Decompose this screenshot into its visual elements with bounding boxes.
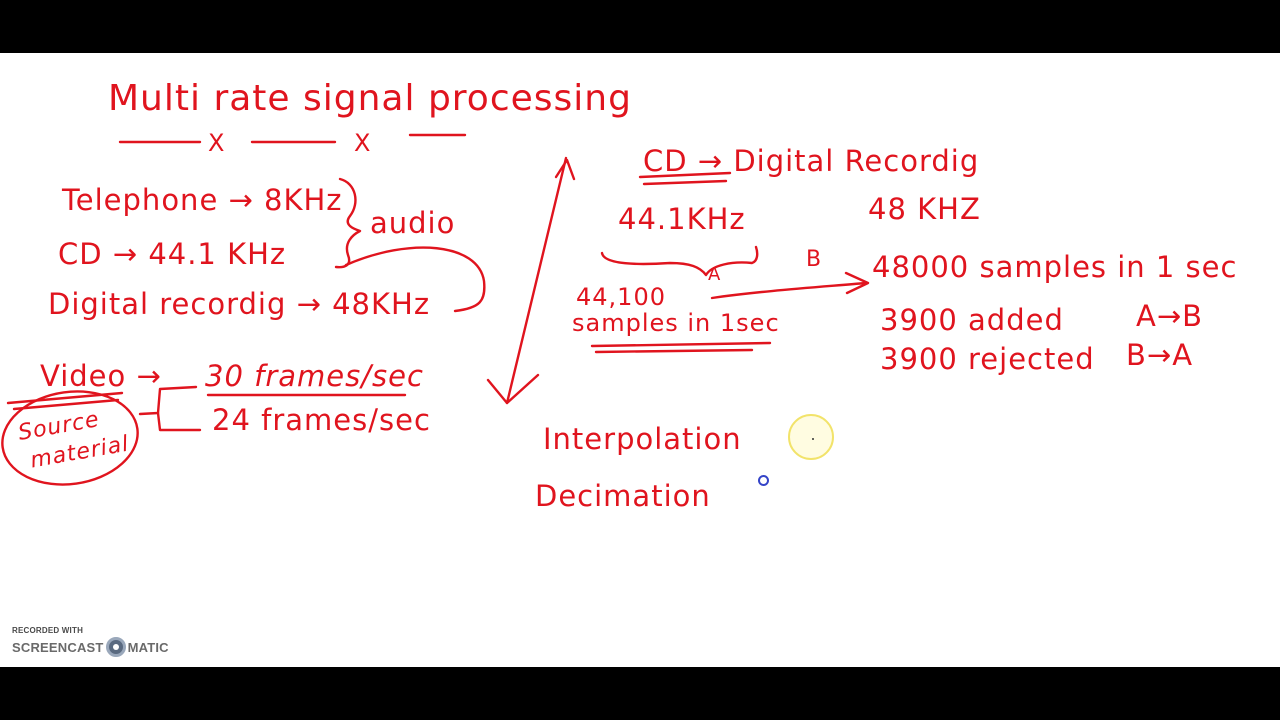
mark-a: A [708,264,722,285]
note-b-to-a: B→A [1126,338,1194,372]
note-digital-recording: Digital recordig → 48KHz [48,287,431,321]
note-44-1-khz: 44.1KHz [618,202,746,236]
note-3900-added: 3900 added [880,303,1064,337]
mark-b: B [806,247,823,272]
title-separator-1: X [208,129,226,157]
note-a-to-b: A→B [1136,299,1204,333]
whiteboard-canvas[interactable]: Multi rate signal processing X X Telepho… [0,53,1280,667]
title-separator-2: X [354,129,372,157]
note-24-fps: 24 frames/sec [212,403,431,437]
pen-cursor-icon [758,475,769,486]
board-title: Multi rate signal processing [108,78,632,119]
note-30-fps: 30 frames/sec [205,359,424,393]
watermark-brand-right: MATIC [127,639,169,655]
note-cd: CD → 44.1 KHz [58,237,287,271]
note-decimation: Decimation [535,479,711,513]
note-48000-samples: 48000 samples in 1 sec [872,250,1238,284]
note-video: Video → [40,359,162,393]
note-cd-digital-recording: CD → Digital Recordig [643,144,980,178]
note-3900-rejected: 3900 rejected [880,342,1095,376]
note-48-khz: 48 KHZ [868,192,981,226]
note-44100: 44,100 [576,283,666,311]
note-audio: audio [370,206,456,240]
letterbox-top [0,0,1280,53]
screencast-watermark: RECORDED WITH SCREENCAST MATIC [12,626,169,657]
watermark-brand-left: SCREENCAST [12,639,104,655]
letterbox-bottom [0,667,1280,720]
mouse-cursor-highlight [788,414,834,460]
cursor-dot-icon [812,438,814,440]
note-telephone: Telephone → 8KHz [62,183,343,217]
note-samples-in-1sec: samples in 1sec [572,309,780,337]
note-interpolation: Interpolation [543,422,742,456]
ink-strokes [1,133,870,486]
screencast-logo-icon [105,637,126,657]
watermark-recorded-with: RECORDED WITH [12,626,84,635]
